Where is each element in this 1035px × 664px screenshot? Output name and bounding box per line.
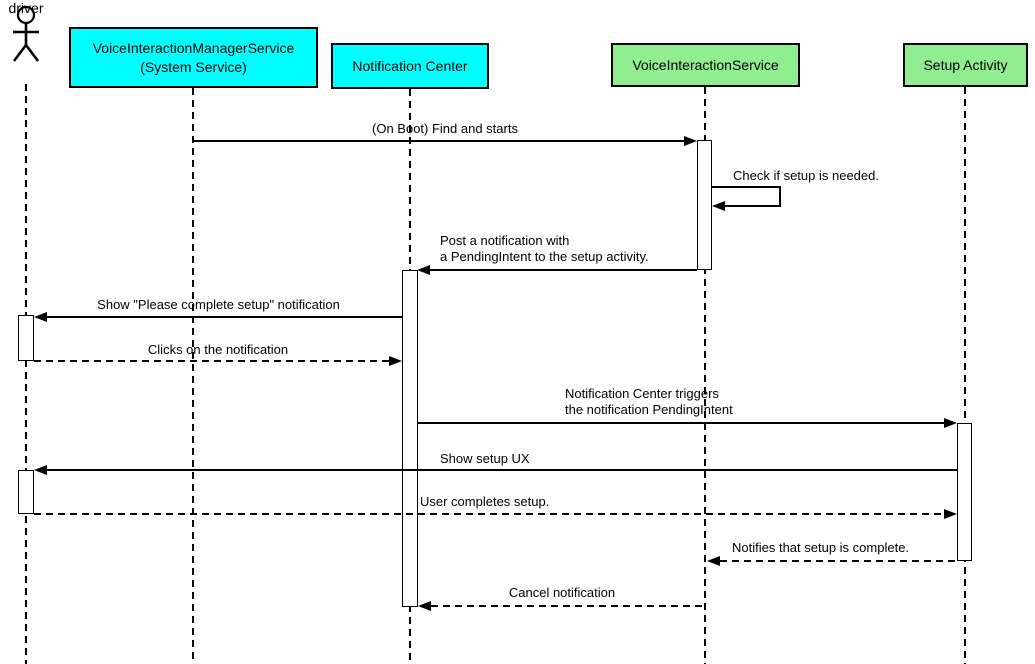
message-3-label-line2: a PendingIntent to the setup activity. [440,249,649,264]
message-2-selfloop-side [779,186,781,207]
message-6-label-line2: the notification PendingIntent [565,402,733,417]
message-8-line [34,513,945,515]
participant-label: VoiceInteractionManagerService [92,40,295,57]
message-2-arrowhead-icon [712,201,725,211]
participant-label: Notification Center [352,57,468,74]
message-1-arrowhead-icon [684,136,697,146]
participant-voice-interaction-manager-service: VoiceInteractionManagerService (System S… [69,27,318,88]
message-1-line [193,140,685,142]
message-5-line [34,360,390,362]
participant-voice-interaction-service: VoiceInteractionService [611,43,800,87]
message-3-line [430,269,697,271]
message-3-label-line1: Post a notification with [440,233,570,248]
activation-voice-interaction-service [697,140,712,270]
message-2-selfloop-bottom [725,205,780,207]
message-10-arrowhead-icon [418,601,431,611]
message-9-arrowhead-icon [707,556,720,566]
participant-setup-activity: Setup Activity [903,43,1028,87]
message-5-arrowhead-icon [389,356,402,366]
message-4-label: Show "Please complete setup" notificatio… [97,297,340,312]
message-7-line [47,469,957,471]
lifeline-driver [25,84,27,664]
message-6-arrowhead-icon [944,418,957,428]
message-9-label: Notifies that setup is complete. [732,540,910,555]
message-10-label: Cancel notification [508,585,616,600]
message-6-label-line1: Notification Center triggers [565,386,719,401]
message-10-line [431,605,705,607]
message-6-line [418,422,945,424]
activation-driver-1 [18,315,34,361]
message-4-line [47,316,403,318]
message-1-label: (On Boot) Find and starts [372,121,518,136]
activation-setup-activity [957,423,972,561]
message-7-arrowhead-icon [34,465,47,475]
actor-driver-label: driver [8,0,44,16]
participant-label: Setup Activity [923,56,1008,73]
message-6-label: Notification Center triggers the notific… [565,386,733,418]
message-5-label: Clicks on the notification [147,342,289,357]
message-2-label: Check if setup is needed. [733,168,879,183]
activation-notification-center [402,270,418,607]
message-7-label: Show setup UX [440,451,530,466]
lifeline-voice-interaction-service [704,87,706,664]
message-3-arrowhead-icon [417,265,430,275]
message-8-label: User completes setup. [420,494,550,509]
lifeline-setup-activity [964,87,966,664]
message-4-arrowhead-icon [34,312,47,322]
participant-label: (System Service) [140,58,247,75]
message-9-line [720,560,957,562]
message-2-selfloop-top [712,186,780,188]
participant-notification-center: Notification Center [331,43,489,89]
message-8-arrowhead-icon [944,509,957,519]
participant-label: VoiceInteractionService [632,56,779,73]
actor-driver-icon [12,5,40,62]
activation-driver-2 [18,470,34,514]
lifeline-voice-interaction-manager-service [192,88,194,664]
message-3-label: Post a notification with a PendingIntent… [440,233,649,265]
